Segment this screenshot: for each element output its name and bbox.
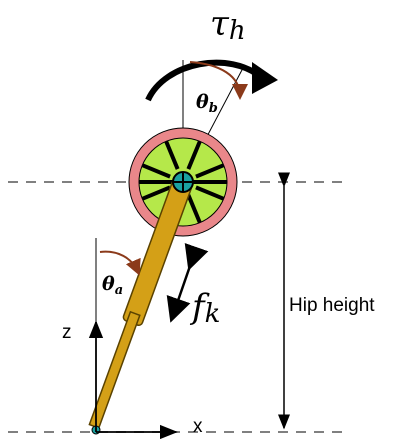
theta-a-angle-arrow bbox=[99, 250, 141, 276]
wheel-spoke bbox=[141, 163, 171, 179]
hip-height-label: Hip height bbox=[289, 295, 375, 316]
wheel-spoke bbox=[186, 194, 202, 224]
torque-arrow bbox=[145, 59, 264, 102]
theta-b-angle-arrow bbox=[189, 61, 248, 100]
wheel-spoke bbox=[195, 163, 225, 179]
leg bbox=[88, 178, 193, 429]
torque-arrowhead bbox=[252, 62, 278, 94]
wheel-spoke bbox=[141, 185, 171, 201]
force-label: fk bbox=[189, 287, 220, 329]
leg-force-arrow bbox=[166, 243, 209, 323]
theta-b-label: θb bbox=[196, 91, 218, 116]
theta-a-label: θa bbox=[102, 273, 123, 298]
z-axis-label: z bbox=[62, 322, 72, 343]
wheel-spoke bbox=[186, 140, 202, 170]
x-axis-label: x bbox=[193, 416, 203, 437]
wheel-spoke bbox=[164, 140, 180, 170]
torque-label: τh bbox=[210, 4, 246, 46]
wheel-spoke bbox=[195, 185, 225, 201]
